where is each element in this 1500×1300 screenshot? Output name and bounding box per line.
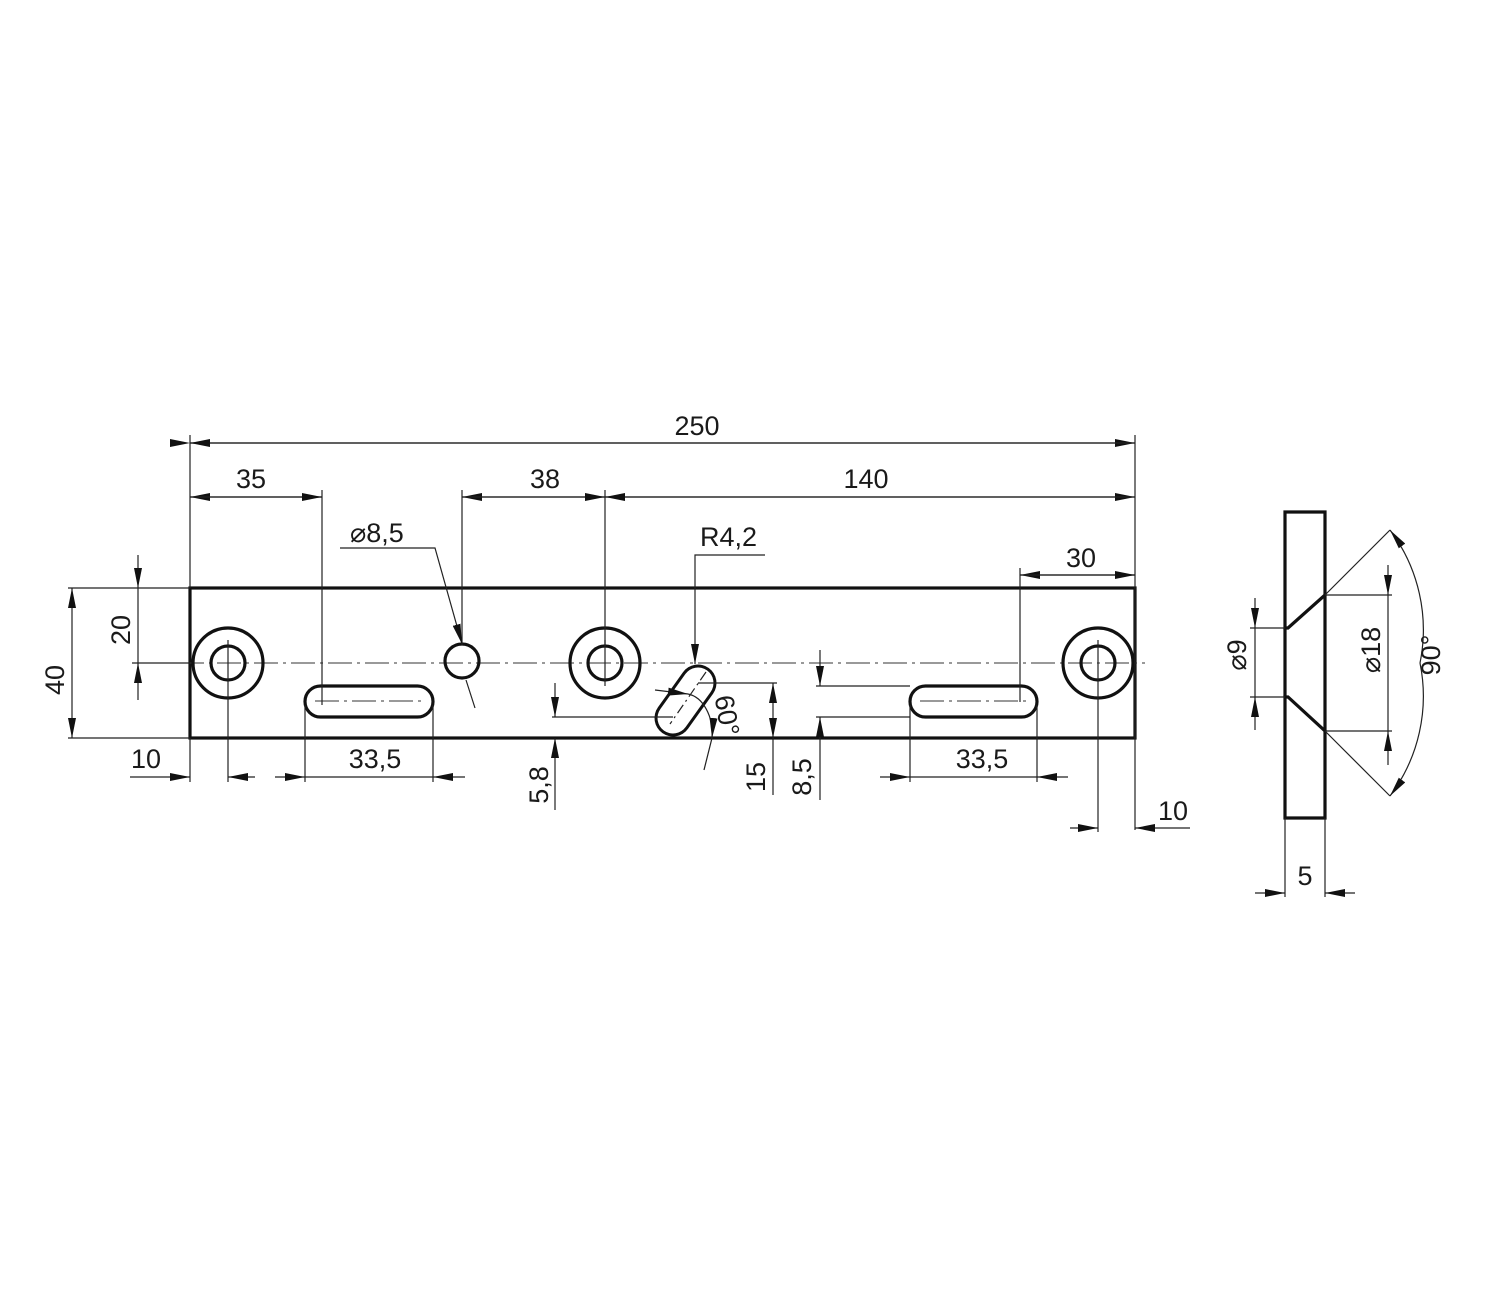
dim-8-5: 8,5: [787, 758, 817, 796]
dimension-lines: [68, 439, 1190, 832]
dim-140: 140: [843, 464, 888, 494]
dim-10-left: 10: [131, 744, 161, 774]
dim-hole-diameter: ⌀8,5: [350, 518, 404, 548]
dim-35: 35: [236, 464, 266, 494]
dim-overall-length: 250: [674, 411, 719, 441]
dim-countersink-angle: 90°: [1416, 635, 1446, 676]
dim-15: 15: [741, 762, 771, 792]
hatch-bottom: [1283, 695, 1327, 820]
dim-20: 20: [106, 615, 136, 645]
hatch-top: [1283, 510, 1327, 630]
small-hole: [443, 642, 481, 680]
slot-left: [303, 684, 435, 719]
dim-40: 40: [40, 665, 70, 695]
slot-right: [908, 684, 1039, 719]
dim-60-deg: 60°: [709, 693, 746, 738]
dim-10-right: 10: [1158, 796, 1188, 826]
dim-5-8: 5,8: [524, 766, 554, 804]
section-view: ⌀9 ⌀18 90° 5: [1222, 510, 1446, 897]
dim-38: 38: [530, 464, 560, 494]
front-view: 250 35 38 140 ⌀8,5 R4,2 30 20 40 10 33,5…: [40, 411, 1190, 832]
dim-bore-diameter: ⌀9: [1222, 639, 1252, 670]
dim-33-5-right: 33,5: [956, 744, 1009, 774]
dim-33-5-left: 33,5: [349, 744, 402, 774]
dim-30: 30: [1066, 543, 1096, 573]
dim-slot-radius: R4,2: [700, 522, 757, 552]
dim-countersink-diameter: ⌀18: [1356, 627, 1386, 673]
dim-thickness: 5: [1297, 861, 1312, 891]
extension-lines: [68, 435, 1136, 832]
angled-slot: [654, 664, 717, 737]
dimension-labels: 250 35 38 140 ⌀8,5 R4,2 30 20 40 10 33,5…: [40, 411, 1188, 826]
